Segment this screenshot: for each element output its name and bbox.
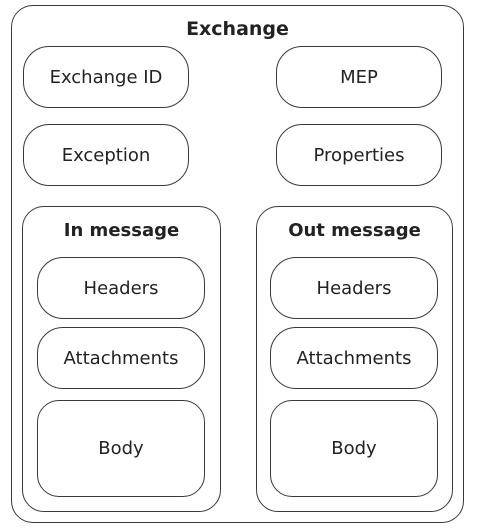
in-body-box: Body xyxy=(37,400,205,497)
out-message-title: Out message xyxy=(288,220,421,241)
in-message-title: In message xyxy=(63,220,180,241)
out-body-box: Body xyxy=(270,400,438,497)
out-attachments-box: Attachments xyxy=(270,327,438,389)
properties-box: Properties xyxy=(276,124,442,186)
in-attachments-box: Attachments xyxy=(37,327,205,389)
exception-box: Exception xyxy=(23,124,189,186)
exchange-id-box: Exchange ID xyxy=(23,46,189,108)
mep-box: MEP xyxy=(276,46,442,108)
exchange-title: Exchange xyxy=(186,18,289,40)
in-headers-box: Headers xyxy=(37,257,205,319)
out-headers-box: Headers xyxy=(270,257,438,319)
